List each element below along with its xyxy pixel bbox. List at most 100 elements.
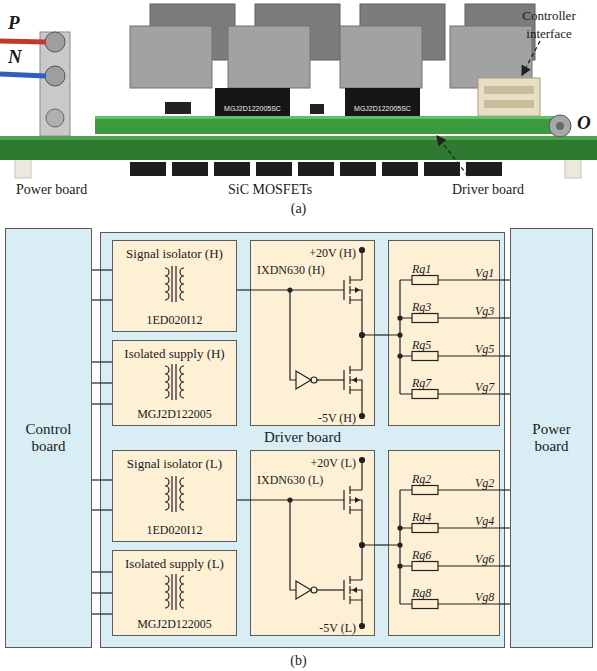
text-slot: SiC MOSFETs: [228, 180, 312, 198]
part-marking: MGJ2D122005SC: [224, 105, 281, 112]
gate-drive-circuit: [165, 248, 500, 419]
signal-wire: [500, 317, 510, 318]
leader-line: [522, 41, 540, 75]
text-slot: Rg8: [412, 583, 431, 601]
resistor-name: Rg4: [412, 510, 431, 524]
output-terminal: [549, 115, 571, 137]
gate-driver-box: +20V (H)IXDN630 (H)-5V (H): [250, 240, 375, 426]
signal-wire: [92, 269, 112, 270]
callout-label: Power board: [16, 182, 87, 197]
text-slot: Signal isolator (H): [113, 244, 236, 262]
signal-wire: [237, 289, 250, 290]
gate-driver-box: +20V (L)IXDN630 (L)-5V (L): [250, 450, 375, 636]
callout-label: Driver board: [452, 182, 524, 197]
dc-terminals: [45, 66, 65, 86]
gate-signal-name: Vg8: [475, 590, 494, 604]
text-slot: Vg6: [475, 549, 494, 567]
gate-signal-name: Vg1: [475, 266, 494, 280]
gate-drive-circuit: [388, 280, 400, 394]
resistor-name: Rg1: [412, 262, 431, 276]
text-slot: (b): [0, 651, 597, 669]
dc-terminals: [0, 32, 70, 136]
text-slot: MGJ2D122005: [113, 404, 236, 422]
signal-wire: [92, 592, 112, 593]
leader-line: [437, 41, 540, 176]
gate-signal-name: Vg6: [475, 552, 494, 566]
block-title: Signal isolator (L): [127, 456, 222, 471]
text-slot: MGJ2D122005SC: [345, 97, 420, 115]
text-slot: MGJ2D122005SC: [215, 97, 290, 115]
gate-signal-name: Vg4: [475, 514, 494, 528]
signal-wire: [92, 361, 112, 362]
signal-wire: [92, 571, 112, 572]
dc-terminals: [0, 74, 46, 76]
text-slot: +20V (L): [310, 453, 356, 471]
text-slot: +20V (H): [309, 243, 356, 261]
gate-drive-circuit: [172, 266, 176, 302]
part-number: IXDN630 (L): [257, 473, 323, 487]
terminal-name: N: [8, 46, 22, 67]
small-chip: [165, 102, 324, 114]
small-chip: [165, 102, 191, 114]
sic-mosfet-row: [214, 162, 250, 176]
dc-terminals: [45, 32, 65, 52]
gate-drive-circuit: [412, 314, 438, 323]
gate-drive-circuit: [250, 276, 362, 304]
sic-mosfet-row: [424, 162, 460, 176]
signal-wire: [500, 489, 510, 490]
signal-wire: [500, 565, 510, 566]
sic-mosfet-row: [256, 162, 292, 176]
gate-drive-circuit: [412, 352, 438, 361]
board-title: Control board: [12, 421, 85, 456]
signal-isolator-box: Signal isolator (L) 1ED020I12: [112, 450, 237, 542]
signal-wire: [500, 279, 510, 280]
dc-terminals: [46, 109, 64, 127]
supply-rail-label: +20V (L): [310, 456, 356, 470]
gate-drive-circuit: [398, 333, 402, 337]
sic-mosfet-row: [298, 162, 334, 176]
gate-drive-circuit: [172, 364, 176, 400]
text-slot: Rg4: [412, 507, 431, 525]
dc-terminals: [40, 32, 70, 136]
text-slot: Rg5: [412, 335, 431, 353]
controller-connector: [478, 78, 540, 116]
sic-mosfet-row: [382, 162, 418, 176]
capacitors: [130, 26, 212, 88]
sic-mosfet-row: [466, 162, 502, 176]
output-terminal: [549, 115, 571, 137]
text-slot: Signal isolator (L): [113, 454, 236, 472]
capacitors: [228, 26, 310, 88]
gate-signal-name: Vg2: [475, 476, 494, 490]
isolated-supply-box: Isolated supply (H)MGJ2D122005: [112, 340, 237, 426]
text-slot: Vg8: [475, 587, 494, 605]
text-slot: Rg6: [412, 545, 431, 563]
gate-drive-circuit: [360, 248, 365, 253]
hardware-photo: [0, 0, 597, 200]
sic-mosfet-row: [340, 162, 376, 176]
signal-wire: [92, 479, 112, 480]
board-title: Driver board: [264, 429, 341, 445]
resistor-name: Rg3: [412, 300, 431, 314]
text-slot: Rg2: [412, 469, 431, 487]
text-slot: Vg3: [475, 301, 494, 319]
gate-drive-circuit: [165, 458, 500, 629]
supply-rail-label: +20V (H): [309, 246, 356, 260]
callout-label: Controller interface: [522, 8, 575, 41]
text-slot: Vg4: [475, 511, 494, 529]
dc-dc-module: [215, 88, 420, 116]
signal-wire: [500, 393, 510, 394]
subfigure-label: (a): [291, 201, 307, 216]
text-slot: N: [8, 46, 22, 68]
text-slot: Driver board: [101, 428, 504, 446]
resistor-name: Rg2: [412, 472, 431, 486]
block-title: Signal isolator (H): [126, 246, 223, 261]
gate-signal-name: Vg5: [475, 342, 494, 356]
standoff: [565, 158, 581, 178]
supply-rail-label: -5V (H): [318, 411, 356, 425]
signal-isolator-box: Signal isolator (H)1ED020I12: [112, 240, 237, 332]
gate-drive-circuit: [344, 366, 362, 394]
text-slot: 1ED020I12: [113, 520, 236, 538]
part-number: 1ED020I12: [147, 523, 203, 537]
signal-wire: [500, 603, 510, 604]
